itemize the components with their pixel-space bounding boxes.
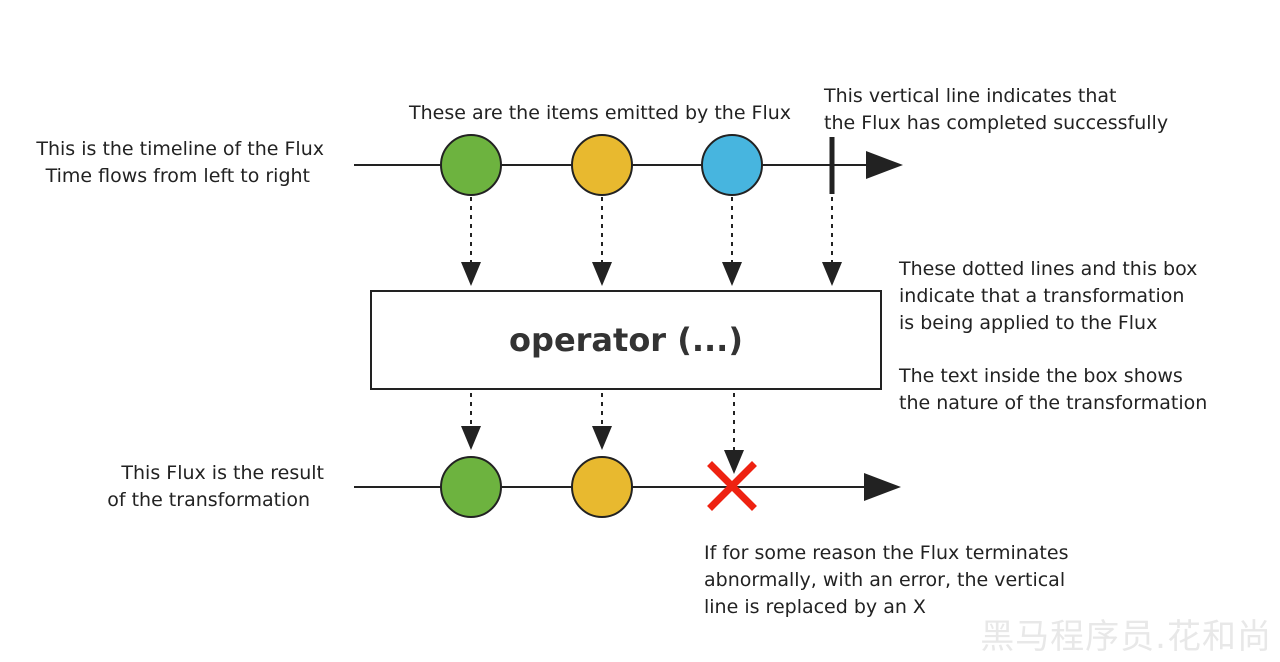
watermark-text: 黑马程序员.花和尚	[980, 617, 1272, 657]
completed-annotation: This vertical line indicates that the Fl…	[824, 83, 1168, 137]
error-annotation-line-2: abnormally, with an error, the vertical	[704, 569, 1066, 591]
arrowheads-out	[461, 426, 744, 474]
dotted-lines-out	[470, 393, 735, 452]
marble-green-result	[440, 456, 502, 518]
transformation-annotation-line-1: These dotted lines and this box	[899, 258, 1198, 280]
dotted-lines-in	[470, 197, 833, 264]
timeline-annotation-line-1: This is the timeline of the Flux	[36, 138, 324, 160]
error-annotation: If for some reason the Flux terminates a…	[704, 540, 1068, 621]
transformation-annotation: These dotted lines and this box indicate…	[899, 256, 1197, 337]
marble-blue-source	[701, 134, 763, 196]
nature-annotation: The text inside the box shows the nature…	[899, 363, 1207, 417]
error-annotation-line-3: line is replaced by an X	[704, 596, 926, 618]
error-x-icon	[707, 461, 757, 511]
result-annotation-line-2: of the transformation	[107, 489, 310, 511]
items-annotation: These are the items emitted by the Flux	[409, 102, 792, 124]
arrowheads-in	[461, 262, 842, 286]
nature-annotation-line-1: The text inside the box shows	[899, 365, 1183, 387]
operator-label: operator (...)	[509, 321, 743, 359]
marble-green-source	[440, 134, 502, 196]
timeline-annotation-line-2: Time flows from left to right	[45, 165, 310, 187]
nature-annotation-line-2: the nature of the transformation	[899, 392, 1208, 414]
source-timeline-arrowhead	[866, 151, 903, 179]
result-annotation: This Flux is the result of the transform…	[30, 460, 324, 514]
result-annotation-line-1: This Flux is the result	[121, 462, 324, 484]
result-timeline-arrowhead	[864, 473, 901, 501]
timeline-annotation: This is the timeline of the Flux Time fl…	[30, 136, 324, 190]
operator-box	[370, 290, 882, 390]
marble-yellow-source	[571, 134, 633, 196]
marble-yellow-result	[571, 456, 633, 518]
error-annotation-line-1: If for some reason the Flux terminates	[704, 542, 1069, 564]
completed-annotation-line-2: the Flux has completed successfully	[824, 112, 1169, 134]
transformation-annotation-line-2: indicate that a transformation	[899, 285, 1185, 307]
completed-annotation-line-1: This vertical line indicates that	[824, 85, 1117, 107]
transformation-annotation-line-3: is being applied to the Flux	[899, 312, 1158, 334]
